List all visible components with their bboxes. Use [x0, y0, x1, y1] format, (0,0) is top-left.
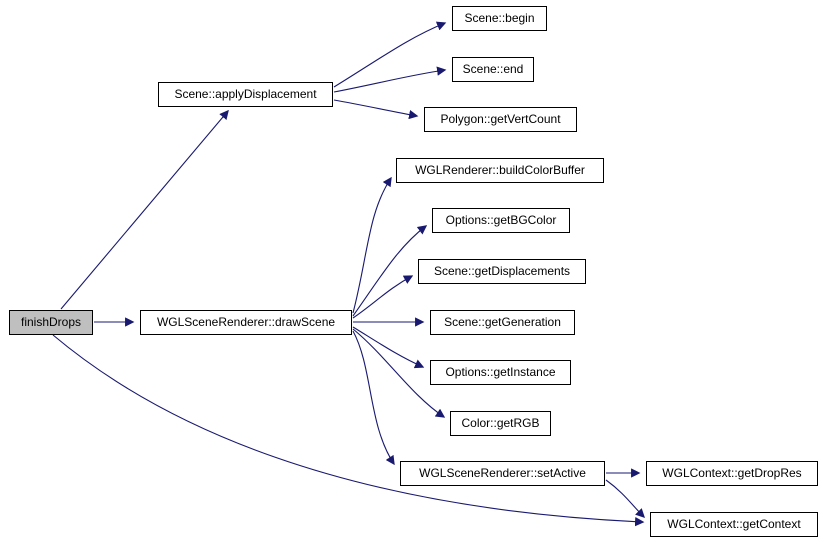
- node-scene-begin[interactable]: Scene::begin: [452, 6, 547, 31]
- edge-drawScene-getDisplacements: [352, 275, 414, 319]
- edge-finishDrops-applyDisplacement: [60, 109, 229, 310]
- node-getInstance[interactable]: Options::getInstance: [430, 360, 571, 385]
- node-getRGB[interactable]: Color::getRGB: [450, 411, 551, 436]
- node-buildColorBuffer[interactable]: WGLRenderer::buildColorBuffer: [396, 158, 604, 183]
- node-getContext[interactable]: WGLContext::getContext: [650, 512, 818, 537]
- edge-applyDisplacement-end: [333, 66, 447, 93]
- node-applyDisplacement[interactable]: Scene::applyDisplacement: [158, 82, 333, 107]
- edge-drawScene-getInstance: [352, 326, 425, 369]
- edge-drawScene-buildColorBuffer: [352, 176, 392, 314]
- node-scene-end[interactable]: Scene::end: [452, 57, 534, 82]
- node-getDropRes[interactable]: WGLContext::getDropRes: [646, 461, 818, 486]
- node-getDisplacements[interactable]: Scene::getDisplacements: [418, 259, 586, 284]
- node-getBGColor[interactable]: Options::getBGColor: [432, 208, 570, 233]
- node-setActive[interactable]: WGLSceneRenderer::setActive: [400, 461, 605, 486]
- edge-drawScene-getBGColor: [352, 225, 428, 317]
- edge-applyDisplacement-getVertCount: [333, 99, 419, 120]
- node-getVertCount[interactable]: Polygon::getVertCount: [424, 107, 577, 132]
- node-drawScene[interactable]: WGLSceneRenderer::drawScene: [140, 310, 352, 335]
- node-getGeneration[interactable]: Scene::getGeneration: [430, 310, 575, 335]
- edge-applyDisplacement-begin: [333, 21, 447, 88]
- node-finishDrops[interactable]: finishDrops: [9, 310, 93, 335]
- edge-drawScene-setActive: [352, 330, 395, 466]
- edge-setActive-getContext: [605, 479, 645, 518]
